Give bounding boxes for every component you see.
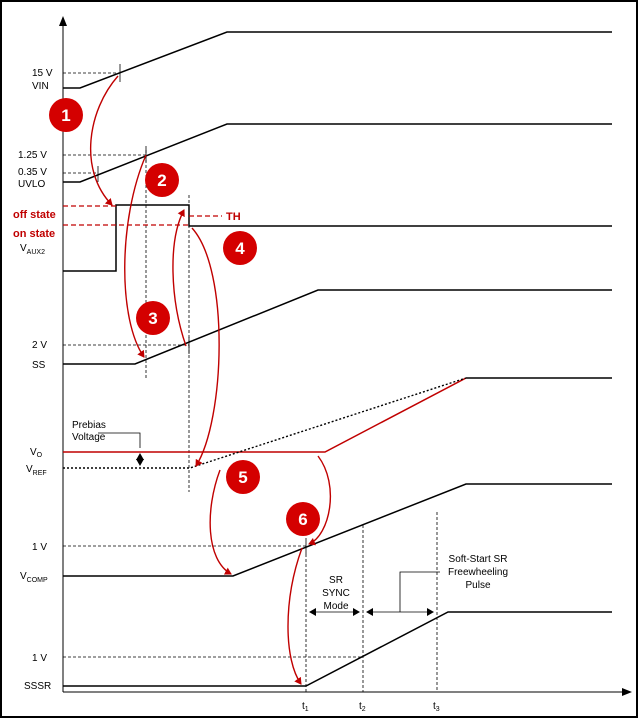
sr-sync-label-3: Mode	[323, 601, 348, 612]
badge-5-text: 5	[238, 468, 247, 487]
badge-2: 2	[145, 163, 179, 197]
y-axis-arrow	[59, 16, 67, 26]
vaux2-label: VAUX2	[20, 243, 45, 256]
vo-label: VO	[30, 447, 43, 459]
vcomp-level-label: 1 V	[32, 542, 47, 553]
badge-5: 5	[226, 460, 260, 494]
sr-sync-label-2: SYNC	[322, 588, 350, 599]
off-state-label: off state	[13, 209, 56, 221]
badge-6: 6	[286, 502, 320, 536]
uvlo-high-label: 1.25 V	[18, 150, 47, 161]
badge-6-text: 6	[298, 510, 307, 529]
vref-label: VREF	[26, 464, 47, 477]
prebias-dimension	[98, 432, 144, 466]
badge-3: 3	[136, 301, 170, 335]
sssr-level-label: 1 V	[32, 653, 47, 664]
vin-trace	[63, 31, 612, 89]
prebias-label-1: Prebias	[72, 420, 106, 431]
sr-annotations	[309, 571, 440, 616]
vaux2-state-lines	[63, 205, 222, 226]
sssr-name-label: SSSR	[24, 681, 51, 692]
vref-trace	[63, 377, 467, 469]
softstart-label-3: Pulse	[465, 580, 490, 591]
badge-2-text: 2	[157, 171, 166, 190]
uvlo-low-label: 0.35 V	[18, 167, 47, 178]
reference-lines	[63, 72, 438, 692]
uvlo-name-label: UVLO	[18, 179, 45, 190]
badge-3-text: 3	[148, 309, 157, 328]
ss-level-label: 2 V	[32, 340, 47, 351]
ss-name-label: SS	[32, 360, 46, 371]
t1-label: t1	[302, 701, 309, 713]
crossing-ticks	[97, 64, 307, 692]
softstart-label-2: Freewheeling	[448, 567, 508, 578]
t3-label: t3	[433, 701, 440, 713]
prebias-label-2: Voltage	[72, 432, 106, 443]
badge-4: 4	[223, 231, 257, 265]
vaux2-trace	[63, 204, 612, 272]
x-axis-arrow	[622, 688, 632, 696]
uvlo-trace	[63, 123, 612, 183]
ss-trace	[63, 289, 612, 365]
softstart-label-1: Soft-Start SR	[449, 554, 508, 565]
vin-name-label: VIN	[32, 81, 49, 92]
sssr-trace	[63, 611, 612, 687]
t2-label: t2	[359, 701, 366, 713]
vcomp-label: VCOMP	[20, 571, 48, 584]
badge-1-text: 1	[61, 106, 70, 125]
badge-1: 1	[49, 98, 83, 132]
vin-level-label: 15 V	[32, 68, 53, 79]
on-state-label: on state	[13, 228, 55, 240]
waveforms	[63, 31, 612, 687]
sr-sync-label-1: SR	[329, 575, 343, 586]
vcomp-trace	[63, 483, 612, 577]
badge-4-text: 4	[235, 239, 245, 258]
vo-trace	[63, 377, 467, 453]
sequence-arrows	[89, 75, 332, 685]
th-label: TH	[226, 211, 241, 223]
